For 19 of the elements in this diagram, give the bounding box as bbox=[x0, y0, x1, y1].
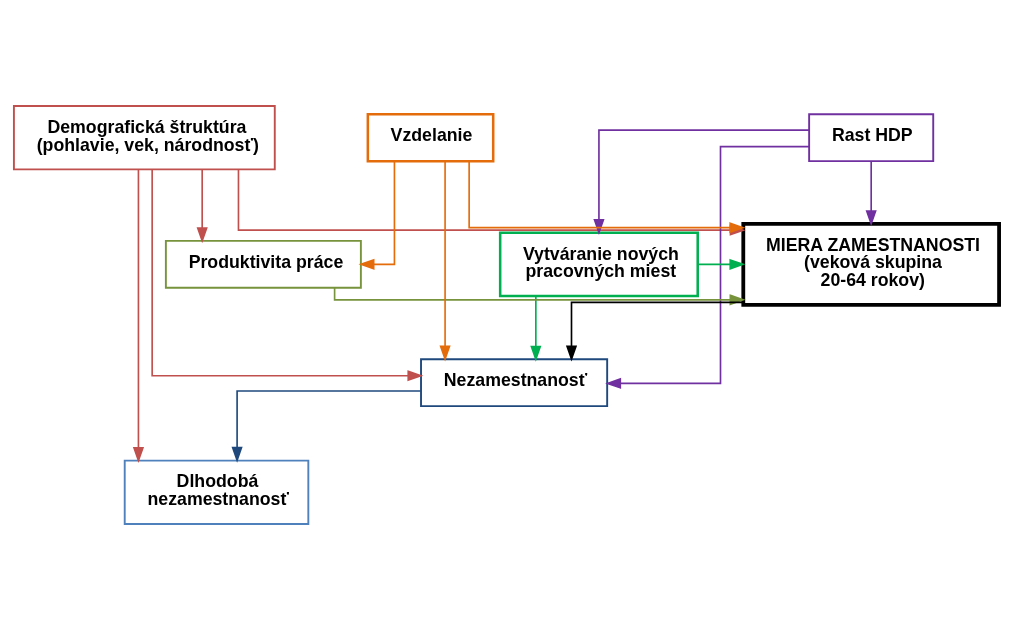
node-box: Nezamestnanosť bbox=[420, 358, 609, 408]
arrow bbox=[565, 301, 745, 362]
node-box: Produktivita práce bbox=[164, 239, 362, 289]
arrow bbox=[132, 169, 145, 463]
arrow bbox=[439, 160, 451, 362]
arrow bbox=[697, 258, 746, 270]
node-box: Dlhodobá nezamestnanosť bbox=[123, 459, 310, 525]
node-box: Vytváranie nových pracovných miest bbox=[498, 231, 699, 298]
node-box: Demografická štruktúra (pohlavie, vek, národnosť) bbox=[12, 105, 276, 171]
node-box: Rast HDP bbox=[808, 113, 935, 163]
arrow bbox=[358, 160, 396, 270]
arrow bbox=[231, 390, 422, 463]
arrow bbox=[151, 169, 424, 382]
arrow bbox=[605, 145, 810, 389]
node-box: Vzdelanie bbox=[366, 113, 495, 163]
arrow bbox=[865, 160, 877, 227]
node-box: MIERA ZAMESTNANOSTI (veková skupina 20-64 rokov) bbox=[741, 221, 1001, 307]
arrow bbox=[196, 168, 208, 244]
arrow bbox=[530, 295, 542, 362]
